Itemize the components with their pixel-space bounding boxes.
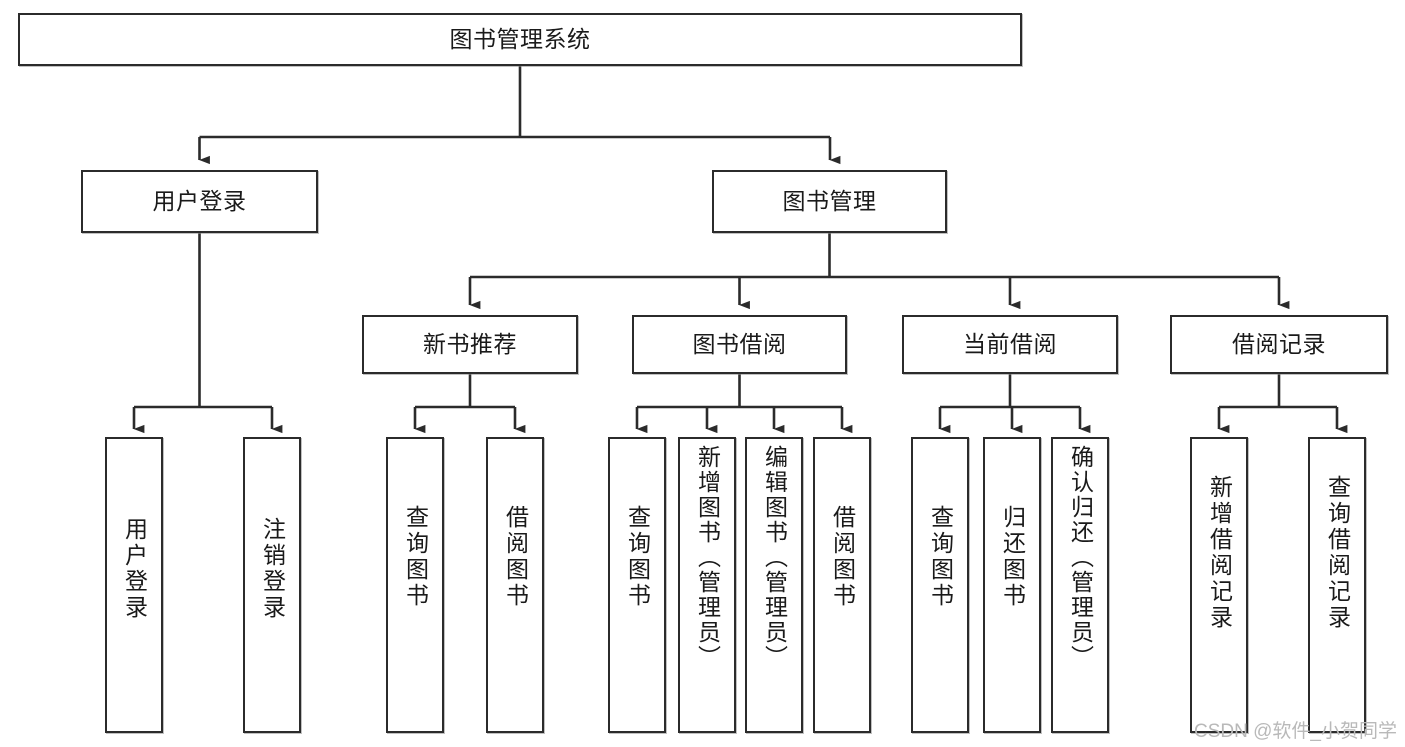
node-leaf-confirm-return[interactable]: 确认归还（管理员） <box>1051 437 1109 733</box>
node-leaf-query-book-1[interactable]: 查询图书 <box>386 437 444 733</box>
node-book-borrow-label: 图书借阅 <box>692 330 787 357</box>
node-book-manage-label: 图书管理 <box>782 187 877 214</box>
node-root[interactable]: 图书管理系统 <box>18 13 1022 66</box>
node-leaf-query-record-label: 查询借阅记录 <box>1324 475 1351 631</box>
csdn-watermark: CSDN @软件_小贺同学 <box>1194 721 1397 742</box>
node-leaf-confirm-return-label: 确认归还（管理员） <box>1067 445 1094 670</box>
node-root-label: 图书管理系统 <box>449 25 591 52</box>
node-leaf-borrow-book-2[interactable]: 借阅图书 <box>813 437 871 733</box>
node-leaf-query-book-3-label: 查询图书 <box>927 505 954 609</box>
node-leaf-query-book-1-label: 查询图书 <box>402 505 429 609</box>
node-book-borrow[interactable]: 图书借阅 <box>632 315 847 374</box>
node-leaf-return-book-label: 归还图书 <box>999 505 1026 609</box>
node-book-manage[interactable]: 图书管理 <box>712 170 947 233</box>
node-leaf-query-book-2[interactable]: 查询图书 <box>608 437 666 733</box>
node-leaf-query-book-2-label: 查询图书 <box>624 505 651 609</box>
node-leaf-logout-label: 注销登录 <box>259 517 286 621</box>
node-borrow-record-label: 借阅记录 <box>1232 330 1326 357</box>
node-leaf-borrow-book-1[interactable]: 借阅图书 <box>486 437 544 733</box>
node-leaf-add-record-label: 新增借阅记录 <box>1206 475 1233 631</box>
node-user-login[interactable]: 用户登录 <box>81 170 318 233</box>
node-new-book-rec[interactable]: 新书推荐 <box>362 315 578 374</box>
node-borrow-record[interactable]: 借阅记录 <box>1170 315 1388 374</box>
node-leaf-return-book[interactable]: 归还图书 <box>983 437 1041 733</box>
node-leaf-user-login-label: 用户登录 <box>121 517 148 621</box>
node-leaf-borrow-book-1-label: 借阅图书 <box>502 505 529 609</box>
node-leaf-user-login[interactable]: 用户登录 <box>105 437 163 733</box>
node-leaf-query-record[interactable]: 查询借阅记录 <box>1308 437 1366 733</box>
node-leaf-logout[interactable]: 注销登录 <box>243 437 301 733</box>
node-leaf-borrow-book-2-label: 借阅图书 <box>829 505 856 609</box>
node-leaf-edit-book[interactable]: 编辑图书（管理员） <box>745 437 803 733</box>
node-new-book-rec-label: 新书推荐 <box>423 330 517 357</box>
node-leaf-add-book-label: 新增图书（管理员） <box>694 445 721 670</box>
node-current-borrow[interactable]: 当前借阅 <box>902 315 1118 374</box>
node-leaf-add-book[interactable]: 新增图书（管理员） <box>678 437 736 733</box>
node-current-borrow-label: 当前借阅 <box>963 330 1057 357</box>
node-leaf-query-book-3[interactable]: 查询图书 <box>911 437 969 733</box>
node-leaf-add-record[interactable]: 新增借阅记录 <box>1190 437 1248 733</box>
node-leaf-edit-book-label: 编辑图书（管理员） <box>761 445 788 670</box>
node-user-login-label: 用户登录 <box>152 187 247 214</box>
